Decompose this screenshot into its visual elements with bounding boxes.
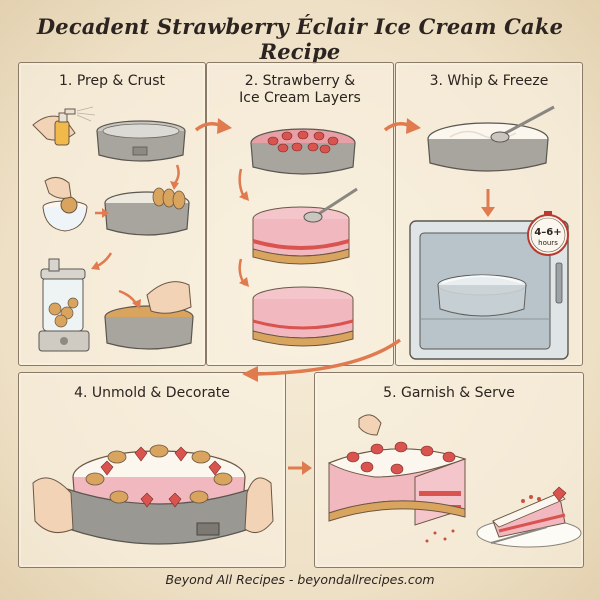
- step-4-illustration: [32, 444, 274, 545]
- step-1-panel: 1. Prep & Crust: [18, 62, 206, 366]
- step-3-title: 3. Whip & Freeze: [429, 73, 549, 89]
- arrow-icon: [242, 338, 402, 382]
- timer-icon: [527, 211, 569, 256]
- cake-layers-icon: [252, 286, 354, 347]
- step-5-title: 5. Garnish & Serve: [383, 385, 515, 401]
- freezer-icon: [409, 220, 569, 360]
- step-1-title: 1. Prep & Crust: [59, 73, 165, 89]
- sliced-cake-icon: [327, 414, 467, 543]
- whipped-cream-pan-icon: [427, 105, 555, 172]
- arrow-icon: [288, 461, 312, 475]
- strawberry-pan-icon: [250, 128, 356, 175]
- springform-pan-icon: [96, 120, 186, 162]
- decorated-cake-in-pan-icon: [32, 444, 274, 545]
- step-1-illustration: [32, 106, 194, 352]
- step-4-title: 4. Unmold & Decorate: [74, 385, 230, 401]
- step-2-panel: 2. Strawberry & Ice Cream Layers: [206, 62, 394, 366]
- spray-bottle-icon: [32, 106, 96, 146]
- layered-cake-with-spoon-icon: [252, 187, 358, 265]
- step-5-panel: 5. Garnish & Serve: [314, 372, 584, 568]
- arrow-icon: [383, 118, 421, 134]
- step-4-panel: 4. Unmold & Decorate: [18, 372, 286, 568]
- step-2-title-line1: 2. Strawberry &: [244, 73, 356, 89]
- crust-pan-icon: [104, 281, 194, 350]
- timer-value: 4–6+: [534, 227, 561, 238]
- page-title: Decadent Strawberry Éclair Ice Cream Cak…: [36, 14, 564, 64]
- step-3-illustration: 4–6+ hours: [409, 105, 569, 360]
- step-5-illustration: [327, 414, 582, 548]
- footer-credit: Beyond All Recipes - beyondallrecipes.co…: [165, 572, 435, 587]
- cookie-lined-pan-icon: [104, 187, 190, 236]
- timer-unit: hours: [538, 239, 558, 247]
- step-2-illustration: [238, 128, 358, 347]
- step-2-title-line2: Ice Cream Layers: [239, 90, 361, 106]
- cake-slice-plate-icon: [476, 486, 582, 548]
- step-3-panel: 3. Whip & Freeze: [395, 62, 583, 366]
- food-processor-icon: [38, 258, 90, 352]
- arrow-icon: [194, 118, 232, 134]
- milk-bowl-icon: [42, 177, 88, 232]
